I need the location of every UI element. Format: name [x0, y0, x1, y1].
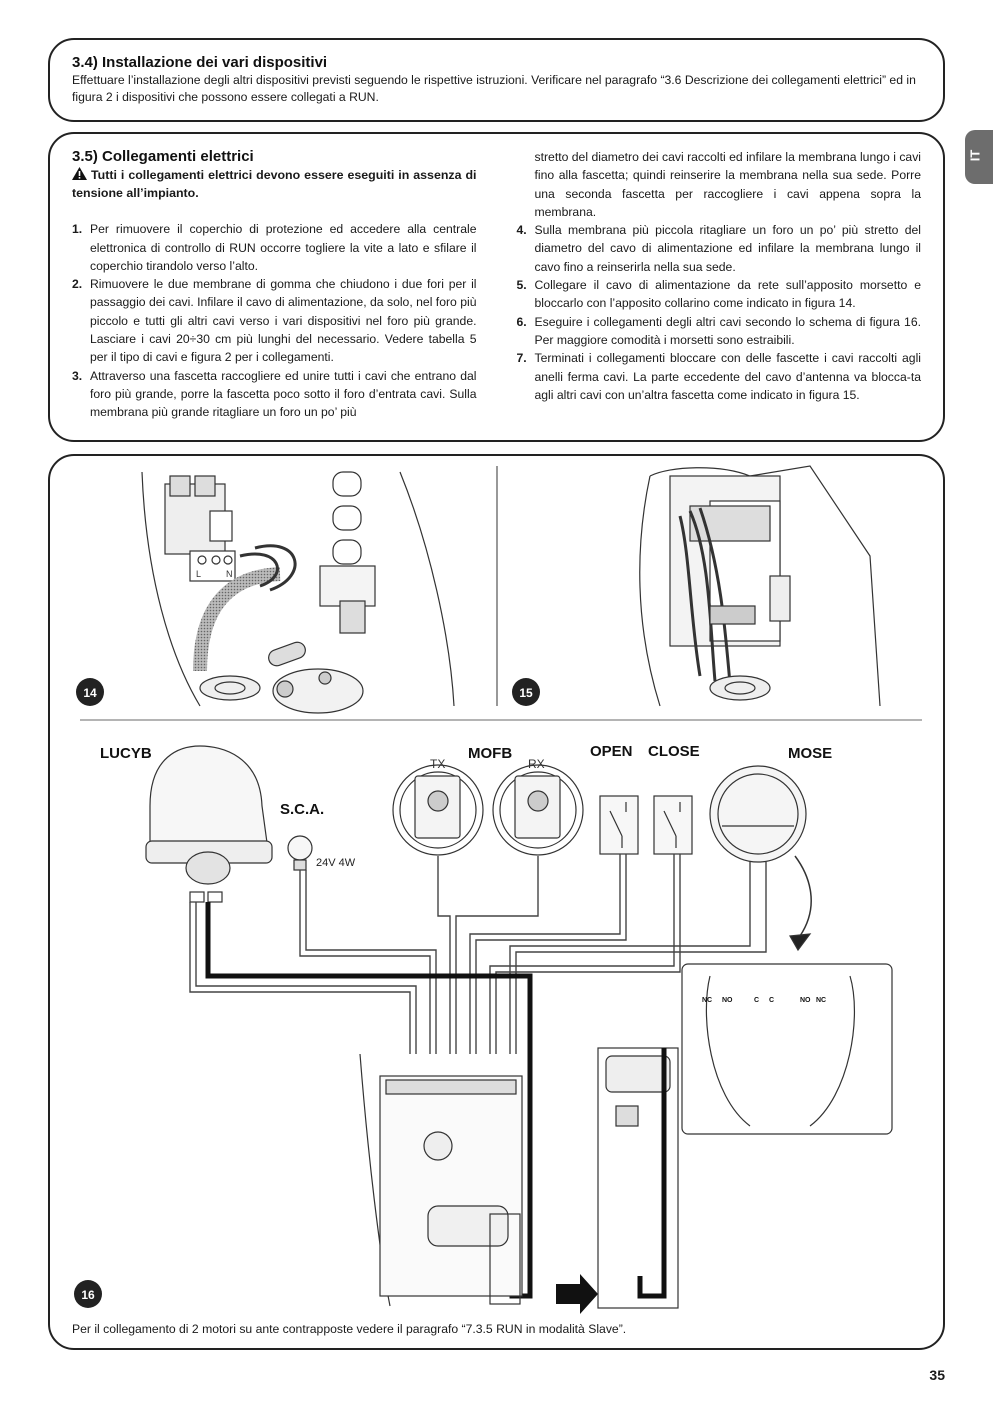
list-item: 5.Collegare il cavo di alimentazione da …	[516, 278, 922, 311]
list-item: 3.Attraverso una fascetta raccogliere ed…	[72, 368, 477, 420]
warning-note: Tutti i collegamenti elettrici devono es…	[72, 167, 477, 202]
mose-contact-labels: NC NO C C NO NC	[702, 997, 826, 1004]
label-mose: MOSE	[788, 745, 832, 762]
label-tx: TX	[430, 757, 445, 771]
list-item: 1.Per rimuovere il coperchio di protezio…	[72, 222, 477, 273]
instruction-list-left: 1.Per rimuovere il coperchio di protezio…	[72, 220, 477, 421]
label-bulb-rating: 24V 4W	[316, 857, 356, 869]
figure-16-badge: 16	[74, 1280, 102, 1308]
svg-text:C: C	[769, 997, 774, 1004]
svg-text:15: 15	[519, 686, 533, 700]
language-tab: IT	[965, 130, 993, 184]
label-open: OPEN	[590, 743, 633, 760]
svg-text:NC: NC	[816, 997, 826, 1004]
figures-box: L N	[48, 454, 945, 1350]
svg-text:NO: NO	[722, 997, 733, 1004]
label-close: CLOSE	[648, 743, 700, 760]
list-item: 2.Rimuovere le due membrane di gomma che…	[72, 277, 477, 365]
svg-text:NO: NO	[800, 997, 811, 1004]
figure-15-drawing	[639, 465, 881, 707]
terminal-label-n: N	[226, 569, 233, 579]
figure-14-badge: 14	[76, 678, 104, 706]
section-3-5-title: 3.5) Collegamenti elettrici	[72, 148, 254, 165]
instruction-list-right: 4.Sulla membrana più piccola ritagliare …	[517, 221, 922, 404]
svg-text:16: 16	[81, 1288, 95, 1302]
label-lucyb: LUCYB	[100, 745, 152, 762]
svg-text:14: 14	[83, 686, 97, 700]
list-item: 4.Sulla membrana più piccola ritagliare …	[516, 223, 922, 274]
svg-text:NC: NC	[702, 997, 712, 1004]
figures-illustration: L N	[74, 465, 922, 1314]
language-tab-label: IT	[967, 149, 983, 162]
figure-15-badge: 15	[512, 678, 540, 706]
label-rx: RX	[528, 757, 545, 771]
section-3-4-title: 3.4) Installazione dei vari dispositivi	[72, 54, 328, 71]
section-3-4-box: 3.4) Installazione dei vari dispositivi …	[48, 38, 945, 122]
label-sca: S.C.A.	[280, 801, 324, 818]
section-3-4-body: Effettuare l’installazione degli altri d…	[72, 73, 916, 104]
warning-icon	[72, 167, 87, 181]
svg-text:C: C	[754, 997, 759, 1004]
label-mofb: MOFB	[468, 745, 512, 762]
right-column: stretto del diametro dei cavi raccolti e…	[517, 148, 922, 422]
terminal-label-l: L	[196, 569, 201, 579]
list-item: 6.Eseguire i collegamenti degli altri ca…	[516, 314, 922, 347]
figure-14-drawing: L N	[141, 471, 455, 714]
list-item-3-continued: stretto del diametro dei cavi raccolti e…	[534, 150, 922, 219]
section-3-5-box: 3.5) Collegamenti elettrici Tutti i coll…	[48, 132, 945, 442]
figure-caption: Per il collegamento di 2 motori su ante …	[72, 1322, 627, 1336]
sca-bulb-drawing	[287, 835, 313, 871]
page-number: 35	[929, 1367, 945, 1383]
warning-text: Tutti i collegamenti elettrici devono es…	[72, 168, 477, 200]
left-column: 3.5) Collegamenti elettrici Tutti i coll…	[72, 148, 477, 422]
lucyb-lamp-drawing	[145, 745, 273, 903]
list-item: 7.Terminati i collegamenti bloccare con …	[516, 351, 922, 402]
